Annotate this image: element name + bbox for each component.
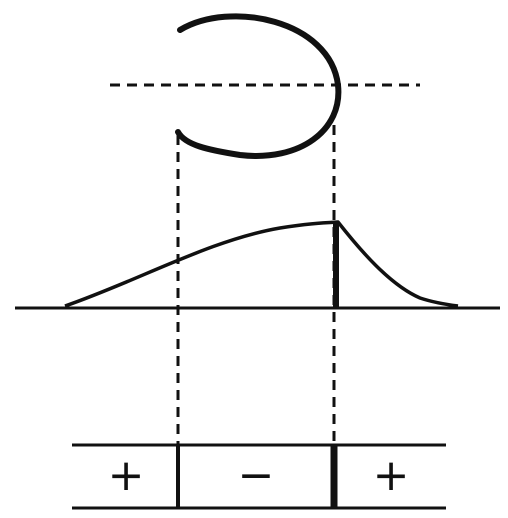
distribution-curve	[64, 220, 459, 308]
sign-middle-minus: −	[237, 450, 275, 501]
sign-right-plus: +	[372, 450, 410, 501]
sign-left-plus: +	[107, 450, 145, 501]
curved-shape	[175, 13, 342, 159]
